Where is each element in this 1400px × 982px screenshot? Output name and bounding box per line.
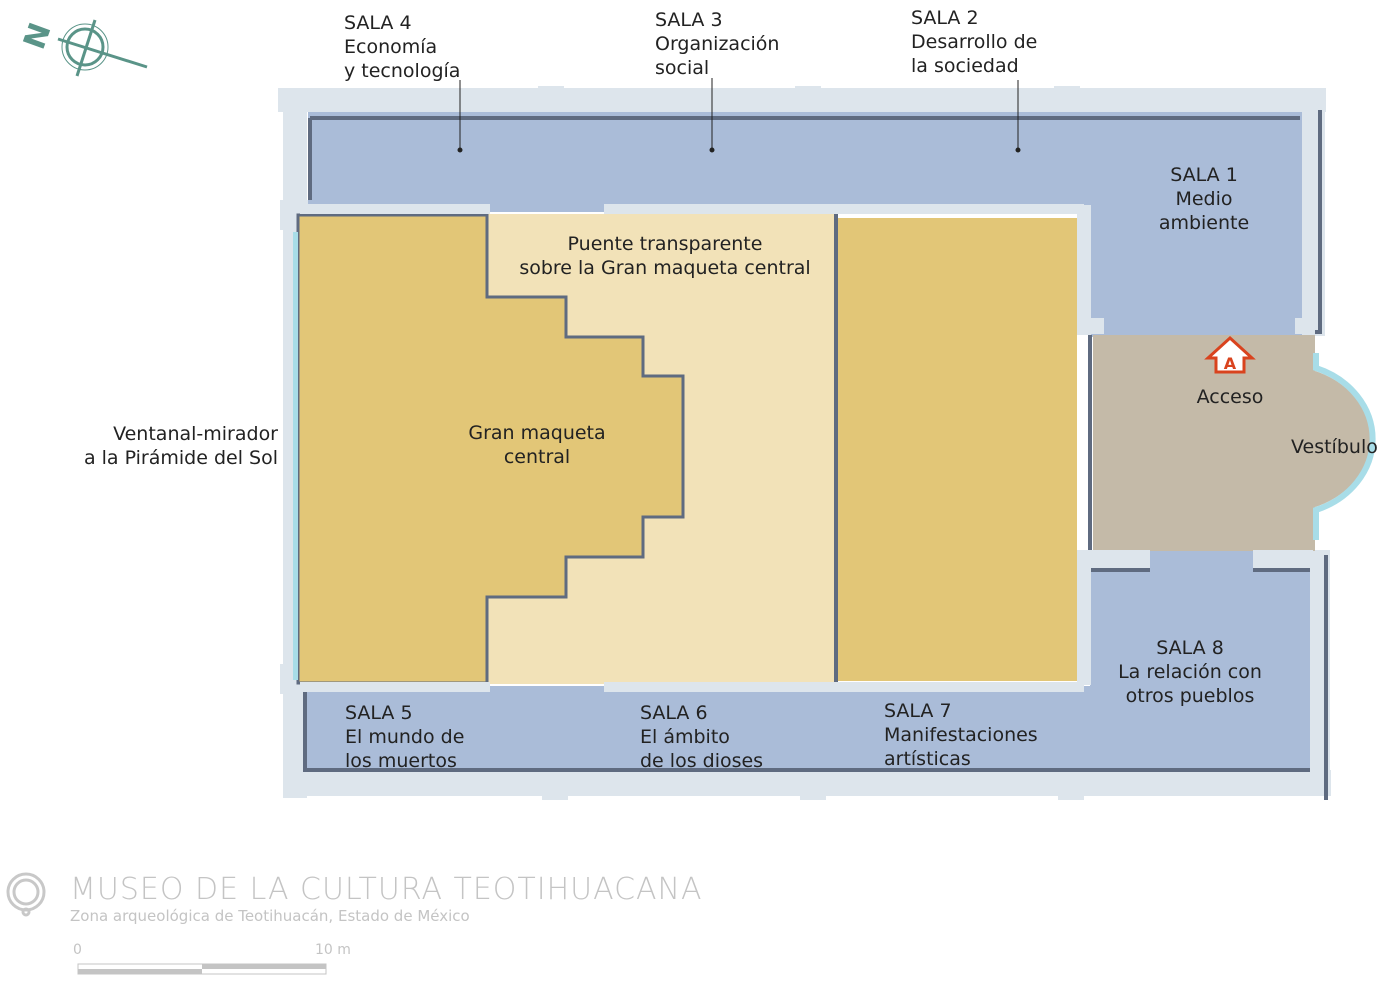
svg-text:N: N: [17, 18, 58, 54]
museum-logo: [6, 872, 46, 917]
access-letter: A: [1224, 354, 1237, 373]
ventanal-label: Ventanal-mirador a la Pirámide del Sol: [83, 423, 278, 469]
gran-maqueta: [296, 213, 685, 685]
scale-bar: [77, 963, 327, 975]
partition-walls: [300, 204, 1315, 692]
corridor-floor: [305, 112, 1310, 772]
maqueta-label: Gran maqueta central: [468, 422, 606, 468]
sala-7-platform: [838, 218, 1077, 681]
acceso-label: Acceso: [1196, 386, 1264, 408]
vestibulo-label: Vestíbulo: [1291, 436, 1378, 458]
museum-subtitle: Zona arqueológica de Teotihuacán, Estado…: [70, 907, 470, 925]
leader-lines: [457, 78, 1021, 153]
puente-label: Puente transparente sobre la Gran maquet…: [519, 233, 811, 279]
access-arrow-icon: [1204, 335, 1256, 374]
north-compass-icon: N: [17, 18, 148, 77]
vestibule-floor: [1093, 335, 1376, 551]
scale-start-label: 0: [73, 942, 82, 958]
museum-title: MUSEO DE LA CULTURA TEOTIHUACANA: [70, 872, 703, 907]
window-mirador: [293, 232, 298, 680]
scale-end-label: 10 m: [315, 942, 351, 958]
